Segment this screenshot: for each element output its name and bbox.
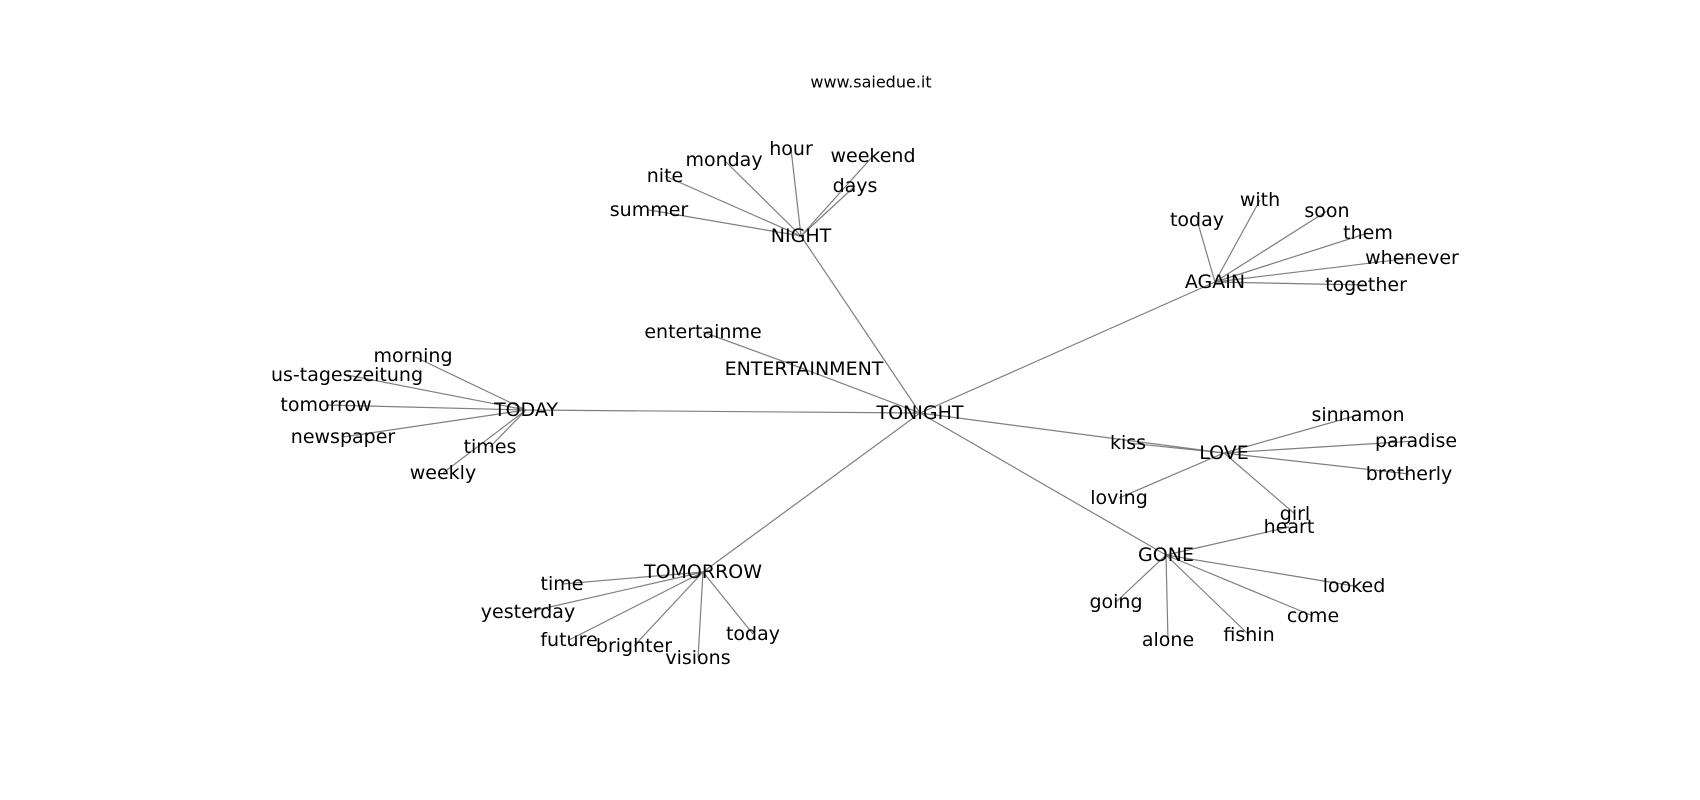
edge-NIGHT-monday	[723, 159, 802, 237]
node-label-hour: hour	[769, 138, 813, 160]
edge-LOVE-sinnamon	[1223, 414, 1359, 454]
node-label-night: NIGHT	[771, 225, 832, 247]
node-label-heart: heart	[1264, 516, 1315, 538]
edge-AGAIN-with	[1214, 199, 1261, 283]
edge-TONIGHT-LOVE	[919, 412, 1225, 454]
node-label-today_again: today	[1170, 209, 1224, 231]
edge-NIGHT-nite	[664, 175, 802, 237]
edge-TONIGHT-ENTERTAINMENT	[803, 368, 921, 414]
edge-NIGHT-summer	[648, 209, 802, 237]
node-label-tomorrow_today: tomorrow	[280, 394, 371, 416]
edge-TODAY-tomorrow_today	[325, 404, 527, 411]
node-label-tonight: TONIGHT	[876, 402, 964, 424]
edge-TOMORROW-yesterday	[527, 571, 704, 613]
edge-GONE-going	[1115, 554, 1167, 603]
edge-TOMORROW-today_tomorrow	[702, 571, 754, 635]
edge-AGAIN-together	[1214, 281, 1367, 286]
node-label-time: time	[541, 573, 584, 595]
edge-TONIGHT-NIGHT	[800, 235, 921, 414]
node-label-together: together	[1325, 274, 1407, 296]
node-label-entertainment: ENTERTAINMENT	[725, 358, 884, 380]
node-label-come: come	[1287, 605, 1339, 627]
node-label-again: AGAIN	[1185, 271, 1245, 293]
edge-TODAY-newspaper	[342, 409, 527, 438]
label-layer: TONIGHT NIGHT AGAIN TODAY ENTERTAINMENT LOVE G…	[271, 138, 1459, 669]
node-label-nite: nite	[647, 165, 683, 187]
edge-AGAIN-whenever	[1214, 257, 1413, 283]
node-label-alone: alone	[1142, 629, 1194, 651]
node-label-love: LOVE	[1199, 442, 1249, 464]
node-label-monday: monday	[685, 149, 762, 171]
node-label-soon: soon	[1304, 200, 1349, 222]
edge-GONE-heart	[1165, 526, 1290, 556]
node-label-yesterday: yesterday	[481, 601, 575, 623]
node-label-days: days	[833, 175, 878, 197]
node-label-weekly: weekly	[410, 462, 476, 484]
node-label-kiss: kiss	[1110, 432, 1146, 454]
edge-GONE-fishin	[1165, 554, 1250, 636]
node-label-times: times	[464, 436, 517, 458]
node-label-them: them	[1343, 222, 1393, 244]
edge-TOMORROW-future	[568, 571, 704, 641]
edge-TOMORROW-time	[561, 571, 704, 585]
node-label-today: TODAY	[493, 399, 558, 421]
edge-ENTERTAINMENT-entertainme	[702, 331, 805, 370]
node-label-loving: loving	[1090, 487, 1148, 509]
edge-AGAIN-soon	[1214, 210, 1328, 283]
node-label-visions: visions	[665, 647, 730, 669]
node-label-brighter: brighter	[596, 635, 672, 657]
node-label-sinnamon: sinnamon	[1311, 404, 1404, 426]
edge-NIGHT-days	[800, 185, 856, 237]
edge-NIGHT-weekend	[800, 155, 874, 237]
edge-AGAIN-them	[1214, 232, 1369, 283]
edge-GONE-alone	[1165, 554, 1169, 641]
node-label-future: future	[540, 629, 597, 651]
edge-TODAY-morning	[412, 355, 527, 411]
edge-NIGHT-hour	[790, 148, 802, 237]
node-label-looked: looked	[1323, 575, 1386, 597]
node-label-with: with	[1240, 189, 1280, 211]
node-label-weekend: weekend	[830, 145, 915, 167]
edge-TONIGHT-TOMORROW	[702, 412, 921, 573]
node-label-girl: girl	[1280, 503, 1310, 525]
node-label-entertainme: entertainme	[644, 321, 761, 343]
node-label-gone: GONE	[1138, 544, 1194, 566]
edge-TOMORROW-visions	[697, 571, 704, 659]
edge-LOVE-kiss	[1127, 442, 1225, 454]
edge-LOVE-loving	[1118, 452, 1225, 499]
node-label-today_tomorrow: today	[726, 623, 780, 645]
node-label-morning: morning	[373, 345, 452, 367]
edge-TONIGHT-TODAY	[525, 409, 921, 414]
edge-TODAY-weekly	[442, 409, 527, 474]
edge-TONIGHT-GONE	[919, 412, 1167, 556]
node-label-us-tageszeitung: us-tageszeitung	[271, 364, 423, 386]
edge-LOVE-brotherly	[1223, 452, 1410, 475]
edge-LOVE-paradise	[1223, 440, 1417, 454]
node-label-summer: summer	[610, 199, 689, 221]
node-label-tomorrow: TOMORROW	[643, 561, 762, 583]
node-label-going: going	[1089, 591, 1142, 613]
edge-LOVE-girl	[1223, 452, 1296, 515]
page-title: www.saiedue.it	[810, 73, 931, 92]
edge-layer	[325, 148, 1417, 659]
edge-TODAY-us-tageszeitung	[346, 374, 527, 411]
node-label-whenever: whenever	[1365, 247, 1459, 269]
edge-TONIGHT-AGAIN	[919, 281, 1216, 414]
edge-TOMORROW-brighter	[633, 571, 704, 647]
node-label-paradise: paradise	[1375, 430, 1457, 452]
edge-AGAIN-today_again	[1196, 219, 1216, 283]
edge-TODAY-times	[489, 409, 527, 448]
edge-GONE-come	[1165, 554, 1314, 617]
node-label-brotherly: brotherly	[1366, 463, 1453, 485]
node-label-fishin: fishin	[1223, 624, 1274, 646]
edge-GONE-looked	[1165, 554, 1355, 587]
node-label-newspaper: newspaper	[291, 426, 396, 448]
